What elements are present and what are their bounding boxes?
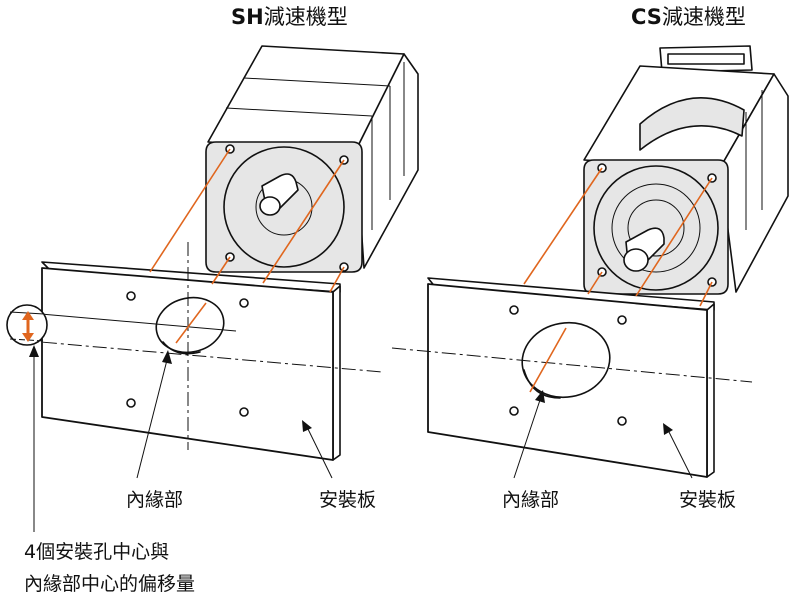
sh-plate-label: 安裝板 <box>319 489 376 511</box>
sh-inner-centerline <box>17 339 383 373</box>
offset-note-line-1: 4個安裝孔中心與 <box>24 541 169 563</box>
offset-arrow-down-icon <box>22 333 34 342</box>
sh-motor-illustration <box>205 45 419 273</box>
offset-arrow-up-icon <box>22 311 34 320</box>
sh-plate-leader <box>306 426 333 479</box>
cs-motor-illustration <box>583 45 789 295</box>
sh-mounting-plate <box>41 261 341 461</box>
cs-inner-leader <box>513 399 541 479</box>
sh-alignment-guides <box>149 148 345 344</box>
cs-gearmotor-group: CS減速機型 <box>391 5 789 511</box>
sh-gearmotor-group: SH減速機型 <box>6 5 419 532</box>
sh-inner-leader <box>136 359 168 479</box>
cs-alignment-guides <box>523 167 713 393</box>
cs-mounting-plate <box>427 277 715 478</box>
sh-inner-edge-label: 內緣部 <box>126 489 183 511</box>
cs-inner-edge-label: 內緣部 <box>502 489 559 511</box>
offset-indicator <box>6 304 48 346</box>
sh-hole-centerline <box>17 311 237 332</box>
offset-note-line-2: 內緣部中心的偏移量 <box>24 573 195 595</box>
cs-plate-label: 安裝板 <box>679 489 736 511</box>
sh-title: SH減速機型 <box>231 5 348 29</box>
cs-title: CS減速機型 <box>631 5 746 29</box>
cs-plate-leader <box>667 429 693 479</box>
cs-horizontal-centerline <box>391 347 753 383</box>
